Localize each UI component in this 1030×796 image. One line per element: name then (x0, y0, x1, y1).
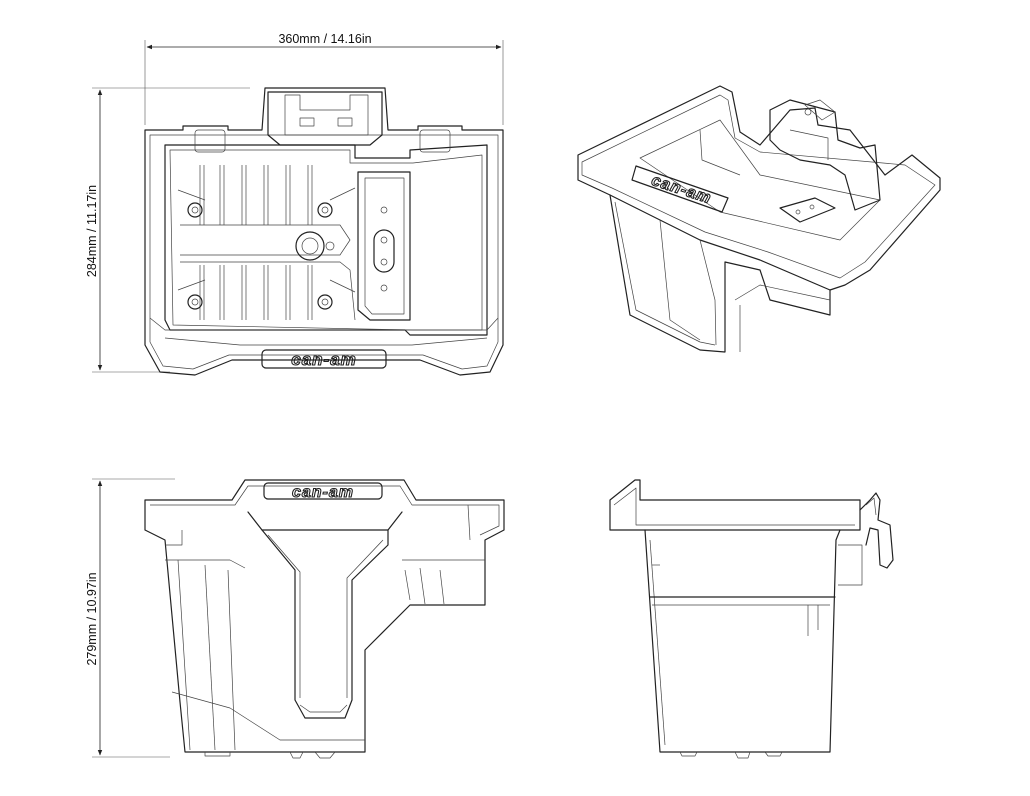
depth-dimension: 284mm / 11.17in (85, 87, 250, 373)
height-dimension-label: 279mm / 10.97in (85, 572, 99, 665)
top-view-logo: can-am (261, 349, 387, 370)
depth-dimension-label: 284mm / 11.17in (85, 185, 99, 277)
top-view-logo-text: can-am (291, 350, 357, 369)
front-view-logo: can-am (263, 482, 383, 502)
isometric-logo: can-am (631, 165, 729, 213)
isometric-logo-text: can-am (649, 172, 713, 207)
top-view: can-am (144, 87, 504, 376)
width-dimension-label: 360mm / 14.16in (278, 32, 371, 46)
height-dimension: 279mm / 10.97in (85, 478, 175, 758)
side-view (609, 479, 894, 759)
front-view: can-am (144, 479, 505, 759)
isometric-view: can-am (577, 85, 941, 353)
width-dimension: 360mm / 14.16in (144, 32, 504, 125)
front-view-logo-text: can-am (292, 484, 354, 501)
